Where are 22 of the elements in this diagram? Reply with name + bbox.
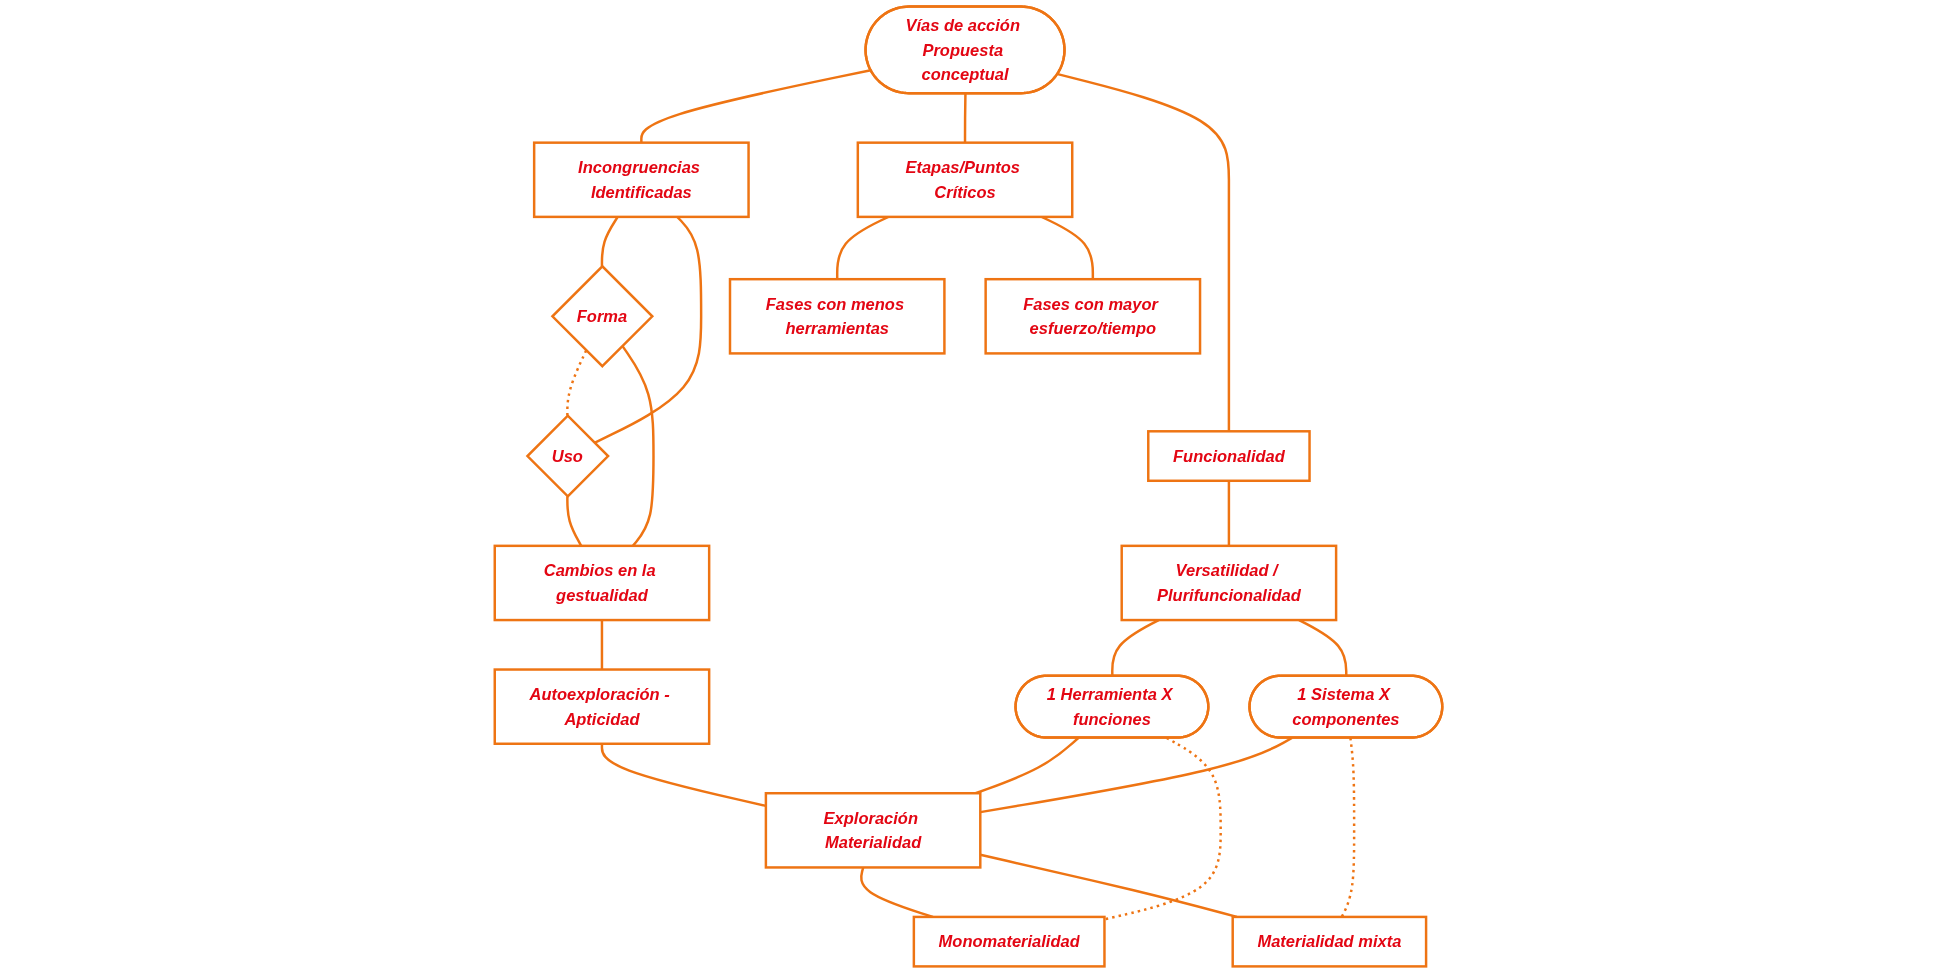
- connector: [963, 93, 967, 143]
- connector: [975, 737, 1080, 795]
- node-box: Versatilidad / Plurifuncionalidad: [1120, 544, 1338, 622]
- node-box: Fases con mayor esfuerzo/tiempo: [984, 277, 1202, 355]
- connector: [640, 69, 872, 143]
- node-box: Monomaterialidad: [912, 915, 1106, 968]
- connector: [1057, 72, 1231, 432]
- connector: [593, 216, 703, 444]
- node-diamond: Forma: [550, 264, 655, 368]
- node-box: Etapas/Puntos Críticos: [856, 141, 1074, 219]
- node-box: Incongruencias Identificadas: [532, 141, 750, 219]
- node-box: Exploración Materialidad: [764, 792, 982, 869]
- node-box: Fases con menos herramientas: [728, 277, 946, 355]
- node-box: Materialidad mixta: [1231, 915, 1428, 968]
- node-box: Cambios en la gestualidad: [493, 544, 711, 622]
- node-box: Autoexploración - Apticidad: [493, 668, 711, 745]
- node-diamond: Uso: [525, 413, 610, 499]
- connector: [1227, 480, 1231, 546]
- connector: [566, 349, 588, 416]
- node-box: Funcionalidad: [1147, 430, 1311, 482]
- connector: [600, 620, 604, 670]
- connector: [600, 216, 619, 267]
